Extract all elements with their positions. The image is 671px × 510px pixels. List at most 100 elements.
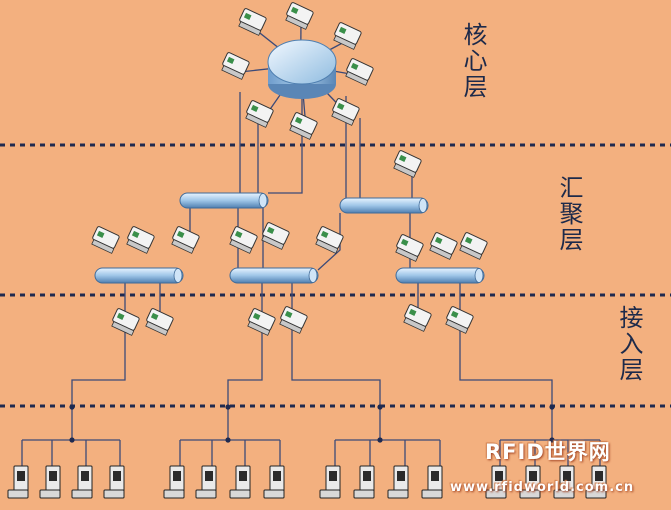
watermark-url: www.rfidworld.com.cn [450, 480, 635, 495]
computer-keyboard [195, 489, 217, 499]
computer-keyboard [485, 489, 507, 499]
switch-base [289, 125, 313, 140]
junction-dot [549, 437, 555, 443]
switch-led [243, 12, 252, 20]
junction-dot [377, 404, 383, 410]
switch-led [320, 230, 329, 238]
aggregation-bus-left [179, 192, 269, 209]
computer-icon [519, 465, 541, 499]
connection-line [317, 213, 341, 271]
junction-dot [69, 404, 75, 410]
computer-icon [585, 465, 607, 499]
switch-base [445, 319, 469, 334]
computer-screen [205, 471, 213, 481]
bus-body [94, 267, 184, 284]
switch-base [333, 35, 357, 50]
junction-dot [225, 437, 231, 443]
computer-icon [39, 465, 61, 499]
switch-base [285, 15, 309, 30]
switch-icon [221, 52, 250, 80]
computer-icon [421, 465, 443, 499]
bus-end-cap [258, 193, 268, 208]
computer-keyboard [7, 489, 29, 499]
computer-icon [103, 465, 125, 499]
switches [91, 2, 488, 336]
switch-icon [403, 304, 432, 332]
switch-led [434, 236, 443, 244]
connection-line [291, 283, 381, 440]
switch-icon [459, 232, 488, 260]
computer-icon [195, 465, 217, 499]
computer-screen [563, 471, 571, 481]
computer-keyboard [387, 489, 409, 499]
switch-base [331, 111, 355, 126]
computer-screen [17, 471, 25, 481]
computer-keyboard [353, 489, 375, 499]
switch-base [345, 71, 369, 86]
switch-icon [315, 226, 344, 254]
aggregation-buses [94, 192, 485, 284]
computer-screen [397, 471, 405, 481]
aggregation-layer-label: 汇聚层 [555, 175, 583, 253]
computer-icon [353, 465, 375, 499]
computer-keyboard [319, 489, 341, 499]
core-router-icon [267, 39, 337, 99]
computer-screen [529, 471, 537, 481]
computer-icon [229, 465, 251, 499]
connection-line [71, 283, 126, 440]
switch-icon [245, 100, 274, 128]
computer-keyboard [263, 489, 285, 499]
computer-icon [319, 465, 341, 499]
switch-base [229, 239, 253, 254]
switch-base [429, 245, 453, 260]
switch-base [395, 247, 419, 262]
bus-end-cap [308, 268, 318, 283]
computer-screen [595, 471, 603, 481]
computer-icon [485, 465, 507, 499]
bus-body [395, 267, 485, 284]
sub-bus-middle [229, 267, 319, 284]
switch-led [176, 230, 185, 238]
switch-led [284, 310, 293, 318]
switch-icon [333, 22, 362, 50]
layer-dividers [0, 143, 671, 408]
bus-end-cap [474, 268, 484, 283]
computer-screen [273, 471, 281, 481]
switch-base [221, 65, 245, 80]
switch-led [400, 238, 409, 246]
switch-icon [229, 226, 258, 254]
switch-base [171, 239, 195, 254]
switch-icon [279, 306, 308, 334]
switch-led [226, 56, 235, 64]
switch-led [250, 104, 259, 112]
junction-dot [377, 437, 383, 443]
computer-keyboard [553, 489, 575, 499]
computer-screen [495, 471, 503, 481]
computers [7, 465, 607, 499]
switch-led [464, 236, 473, 244]
computer-screen [81, 471, 89, 481]
switch-led [450, 310, 459, 318]
core-layer-label: 核心层 [459, 22, 487, 100]
computer-icon [163, 465, 185, 499]
switch-icon [289, 112, 318, 140]
switch-icon [393, 150, 422, 178]
switch-base [403, 317, 427, 332]
switch-base [247, 321, 271, 336]
switch-led [116, 312, 125, 320]
computer-keyboard [519, 489, 541, 499]
computer-icon [263, 465, 285, 499]
switch-base [245, 113, 269, 128]
connection-line [459, 283, 553, 440]
switch-icon [126, 226, 155, 254]
computer-keyboard [585, 489, 607, 499]
computer-screen [329, 471, 337, 481]
switch-base [91, 239, 115, 254]
switch-base [111, 321, 135, 336]
switch-led [398, 154, 407, 162]
sub-bus-right [395, 267, 485, 284]
switch-icon [238, 8, 267, 36]
computer-screen [173, 471, 181, 481]
bus-body [179, 192, 269, 209]
